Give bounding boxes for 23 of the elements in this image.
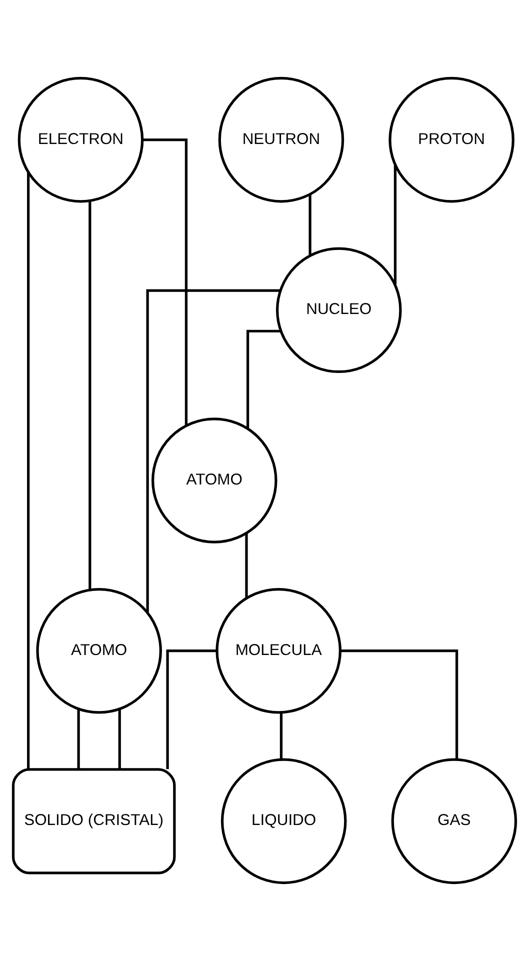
node-circle: NUCLEO: [276, 247, 402, 374]
connector: [340, 650, 458, 760]
node-circle: PROTON: [388, 76, 514, 203]
node-circle: GAS: [391, 758, 518, 884]
connector: [308, 194, 312, 256]
node-circle: NEUTRON: [218, 76, 344, 203]
connector: [394, 164, 396, 285]
node-box: SOLIDO (CRISTAL): [12, 768, 176, 874]
connector: [118, 709, 121, 769]
connector: [142, 138, 188, 426]
connector: [77, 709, 80, 769]
connector: [88, 200, 92, 590]
connector: [27, 172, 30, 770]
connector: [246, 330, 281, 429]
node-circle: MOLECULA: [216, 588, 342, 714]
node-circle: ATOMO: [36, 588, 162, 714]
connector: [146, 289, 280, 613]
node-circle: ELECTRON: [18, 76, 144, 203]
connector: [280, 712, 283, 760]
node-circle: LIQUIDO: [220, 758, 347, 884]
connector: [245, 533, 248, 598]
node-circle: ATOMO: [152, 418, 278, 544]
connector: [166, 650, 217, 770]
